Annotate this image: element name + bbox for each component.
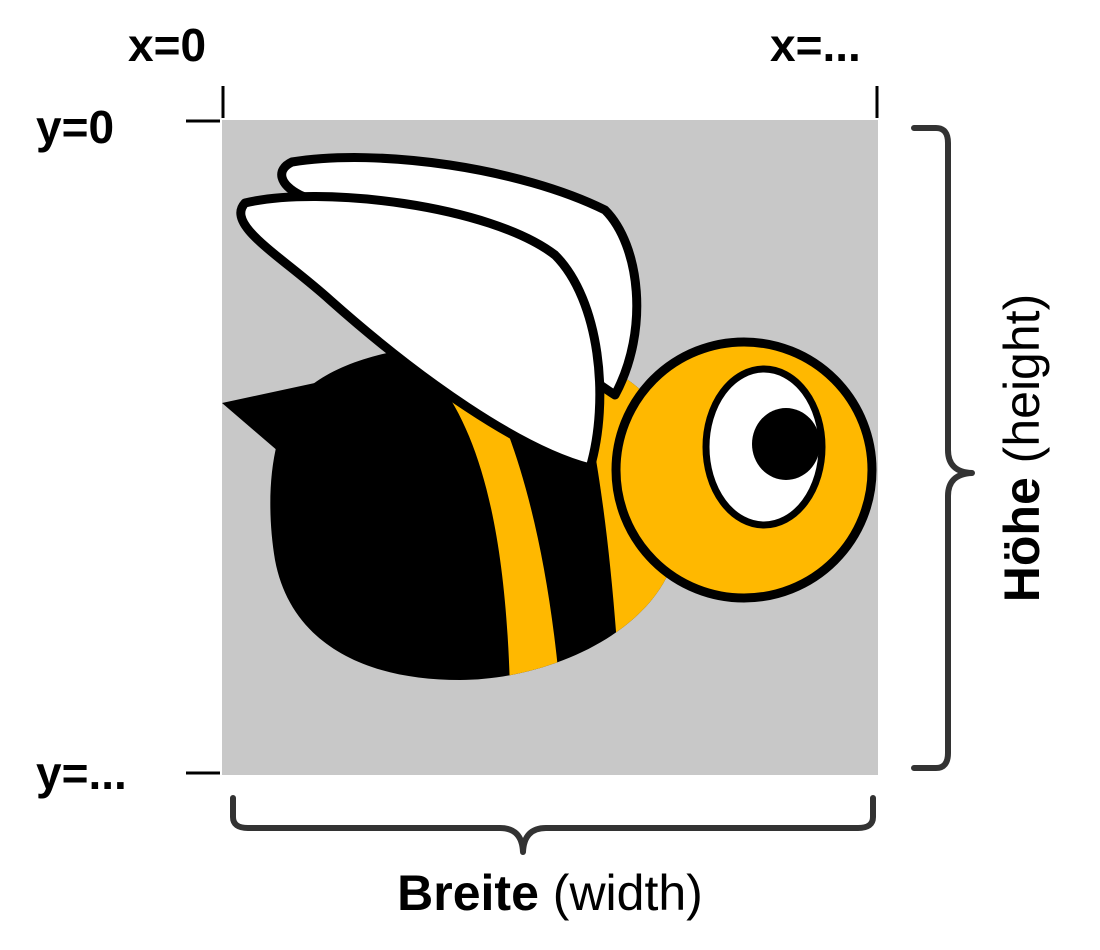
height-label-normal: (height) xyxy=(994,293,1050,464)
y-start-label: y=0 xyxy=(36,101,115,153)
bee-image xyxy=(222,120,878,775)
width-label-normal: (width) xyxy=(552,865,703,921)
bee-illustration-icon xyxy=(222,153,877,680)
height-label-bold: Höhe xyxy=(994,477,1050,603)
height-label: Höhe (height) xyxy=(994,238,1050,658)
width-label-bold: Breite xyxy=(397,865,539,921)
width-label: Breite (width) xyxy=(340,868,760,918)
x-end-label: x=... xyxy=(770,19,861,71)
x-start-label: x=0 xyxy=(128,19,207,71)
height-brace xyxy=(911,125,975,771)
width-brace xyxy=(230,795,876,855)
y-end-label: y=... xyxy=(36,747,127,799)
